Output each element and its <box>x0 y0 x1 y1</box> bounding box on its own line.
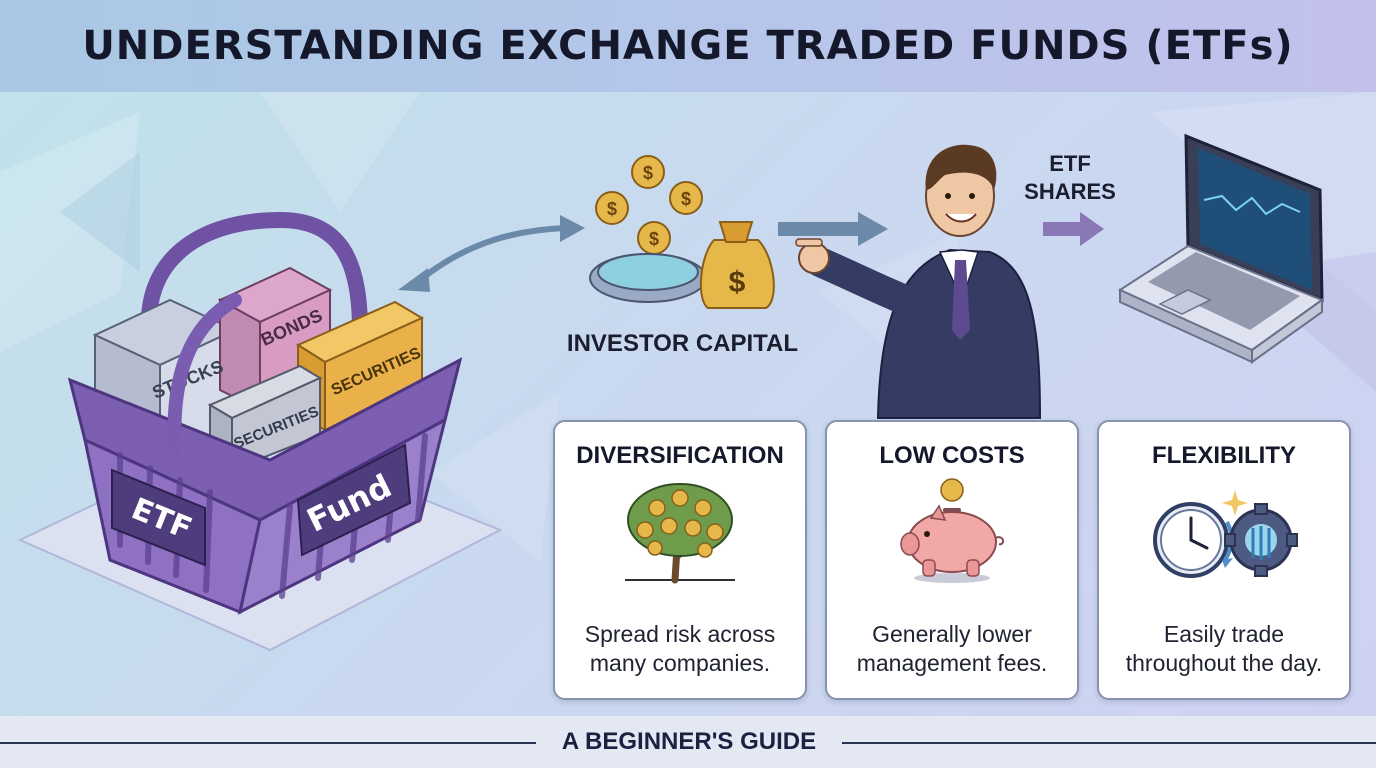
securities-box-gold <box>295 300 425 432</box>
low-costs-title: LOW COSTS <box>879 442 1025 469</box>
footer-divider-left <box>0 742 536 744</box>
svg-text:$: $ <box>649 229 659 249</box>
footer-divider-right <box>842 742 1376 744</box>
flexibility-description: Easily trade throughout the day. <box>1125 621 1323 676</box>
arrowhead-right-icon <box>560 215 585 242</box>
page-title: UNDERSTANDING EXCHANGE TRADED FUNDS (ETF… <box>82 23 1294 69</box>
footer-bar: A BEGINNER'S GUIDE <box>0 716 1376 768</box>
money-tree-icon <box>625 483 735 584</box>
svg-text:$: $ <box>607 199 617 219</box>
svg-text:$: $ <box>681 189 691 209</box>
capital-to-manager-arrow <box>778 212 888 246</box>
etf-shares-label: ETF SHARES <box>1010 150 1130 206</box>
investor-capital-label: INVESTOR CAPITAL <box>566 330 799 357</box>
etf-tag: ETF <box>111 468 206 567</box>
basket-handle-front <box>167 293 242 457</box>
money-bag-icon: $ <box>699 221 775 309</box>
diversification-title: DIVERSIFICATION <box>576 442 784 469</box>
etf-shares-arrow <box>1043 212 1104 246</box>
coin-stack: $ $ $ $ <box>595 155 703 255</box>
curved-double-arrow <box>418 225 566 283</box>
piggy-bank-icon <box>900 478 1005 583</box>
laptop-icon <box>1117 133 1325 364</box>
svg-text:$: $ <box>643 163 653 183</box>
low-costs-card: LOW COSTS Generally lower management fee… <box>825 420 1079 700</box>
diversification-description: Spread risk across many companies. <box>584 621 776 676</box>
flexibility-card: FLEXIBILITY Easily trade throughout the … <box>1097 420 1351 700</box>
flexibility-title: FLEXIBILITY <box>1152 442 1296 469</box>
footer-subtitle: A BEGINNER'S GUIDE <box>561 728 817 755</box>
fund-manager-figure <box>795 144 1042 419</box>
title-banner: UNDERSTANDING EXCHANGE TRADED FUNDS (ETF… <box>0 0 1376 92</box>
etf-shares-label-line2: SHARES <box>1024 179 1116 204</box>
diversification-card: DIVERSIFICATION Spread risk across many … <box>553 420 807 700</box>
clock-gear-icon <box>1153 490 1298 578</box>
etf-shares-label-line1: ETF <box>1049 151 1091 176</box>
basket-handle <box>140 211 368 348</box>
arrowhead-left-icon <box>398 268 430 292</box>
svg-text:$: $ <box>729 266 746 299</box>
capital-pool <box>589 253 707 303</box>
low-costs-description: Generally lower management fees. <box>856 621 1048 676</box>
